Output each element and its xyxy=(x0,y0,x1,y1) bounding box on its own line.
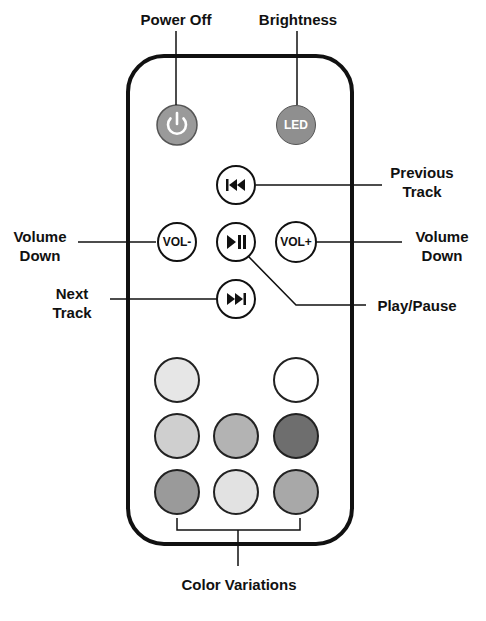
button-label: VOL- xyxy=(163,235,192,249)
previous-icon xyxy=(226,179,245,191)
callout-label: Previous Track xyxy=(382,163,462,201)
power-button xyxy=(157,105,197,145)
callout-label: Power Off xyxy=(141,10,212,29)
callout-label: Brightness xyxy=(259,10,337,29)
power-icon xyxy=(176,113,179,124)
callout-label: Volume Down xyxy=(7,227,73,265)
button: LED xyxy=(276,105,316,145)
previous-button xyxy=(217,166,255,204)
button-label: VOL+ xyxy=(280,235,312,249)
callout-label: Play/Pause xyxy=(377,296,456,315)
play-pause-button xyxy=(217,223,255,261)
next-button xyxy=(217,280,255,318)
bracket xyxy=(177,518,300,566)
remote-body xyxy=(128,56,352,544)
leader-lines xyxy=(78,31,402,305)
next-icon xyxy=(227,293,246,305)
callout-label: Next Track xyxy=(41,284,103,322)
callout-label: Volume Down xyxy=(409,227,475,265)
color-buttons xyxy=(155,358,318,514)
play-pause-icon xyxy=(227,235,246,249)
group-label: Color Variations xyxy=(181,575,296,594)
button: VOL- xyxy=(157,222,197,262)
button: VOL+ xyxy=(275,221,317,263)
button-label: LED xyxy=(284,118,308,132)
